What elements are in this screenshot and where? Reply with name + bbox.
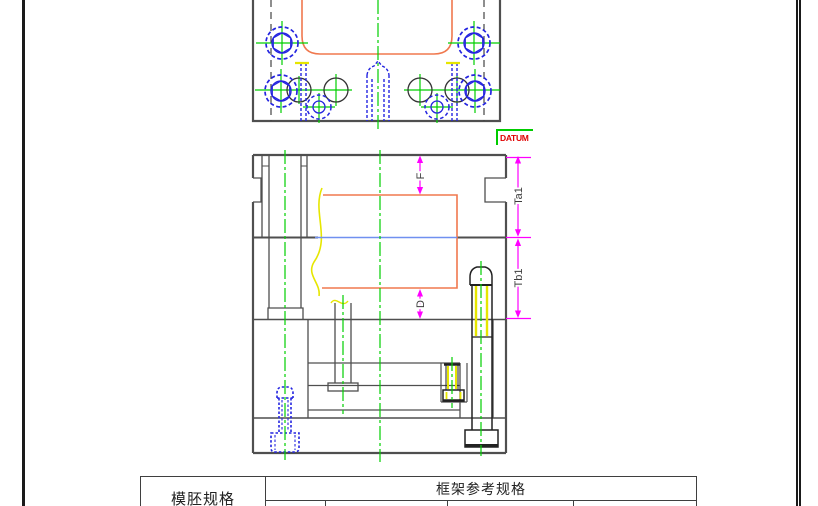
hidden-lines xyxy=(270,0,485,121)
mold-drawing: DATUM xyxy=(251,0,533,462)
datum-text: DATUM xyxy=(500,133,529,143)
sprue-bushing-plan xyxy=(366,59,390,121)
datum-label: DATUM xyxy=(496,129,533,145)
frame-ref-spec-label: 框架参考规格 xyxy=(436,482,526,498)
sheet-border-left xyxy=(22,0,25,506)
screw-bottom-left xyxy=(264,74,298,108)
centerlines-plan xyxy=(255,0,500,129)
break-line xyxy=(310,187,323,297)
centerlines-section xyxy=(284,150,482,462)
frame-col-2 xyxy=(326,500,448,506)
cavity-outline-plan xyxy=(301,0,453,55)
frame-col-4 xyxy=(574,500,697,506)
frame-spec-columns xyxy=(265,500,697,506)
section-view: F D Ta1 Tb1 xyxy=(251,150,531,462)
blue-cap-screw xyxy=(270,386,300,453)
mold-base-spec-cell: 模胚规格 xyxy=(140,476,266,506)
top-view-plate-outline xyxy=(251,0,502,123)
socket-screws xyxy=(264,26,492,121)
screw-top-left xyxy=(265,26,299,60)
spec-table: 模胚规格 框架参考规格 xyxy=(140,476,697,506)
screw-bottom-right xyxy=(458,74,492,108)
frame-col-1 xyxy=(265,500,326,506)
dimensions: F D Ta1 Tb1 xyxy=(413,155,531,320)
sheet-border-right-outer xyxy=(796,0,798,506)
frame-ref-spec-cell: 框架参考规格 xyxy=(265,476,697,501)
datum-bracket xyxy=(496,129,533,145)
ejector-screw xyxy=(440,363,468,403)
frame-col-3 xyxy=(448,500,574,506)
sheet-border-right-inner xyxy=(799,0,801,506)
dimension-arrows xyxy=(416,155,522,319)
dim-label-tb1: Tb1 xyxy=(513,269,525,288)
small-pin-right xyxy=(424,94,450,120)
top-view xyxy=(251,0,502,129)
dim-label-ta1: Ta1 xyxy=(513,187,525,205)
dim-label-d: D xyxy=(415,300,427,308)
dim-label-f: F xyxy=(415,172,427,179)
small-pin-left xyxy=(306,94,332,120)
section-plates xyxy=(251,153,508,455)
pin-break-line xyxy=(330,299,349,305)
cavity-outline-section xyxy=(322,194,458,289)
mold-base-spec-label: 模胚规格 xyxy=(170,491,235,506)
screw-top-right xyxy=(457,26,491,60)
